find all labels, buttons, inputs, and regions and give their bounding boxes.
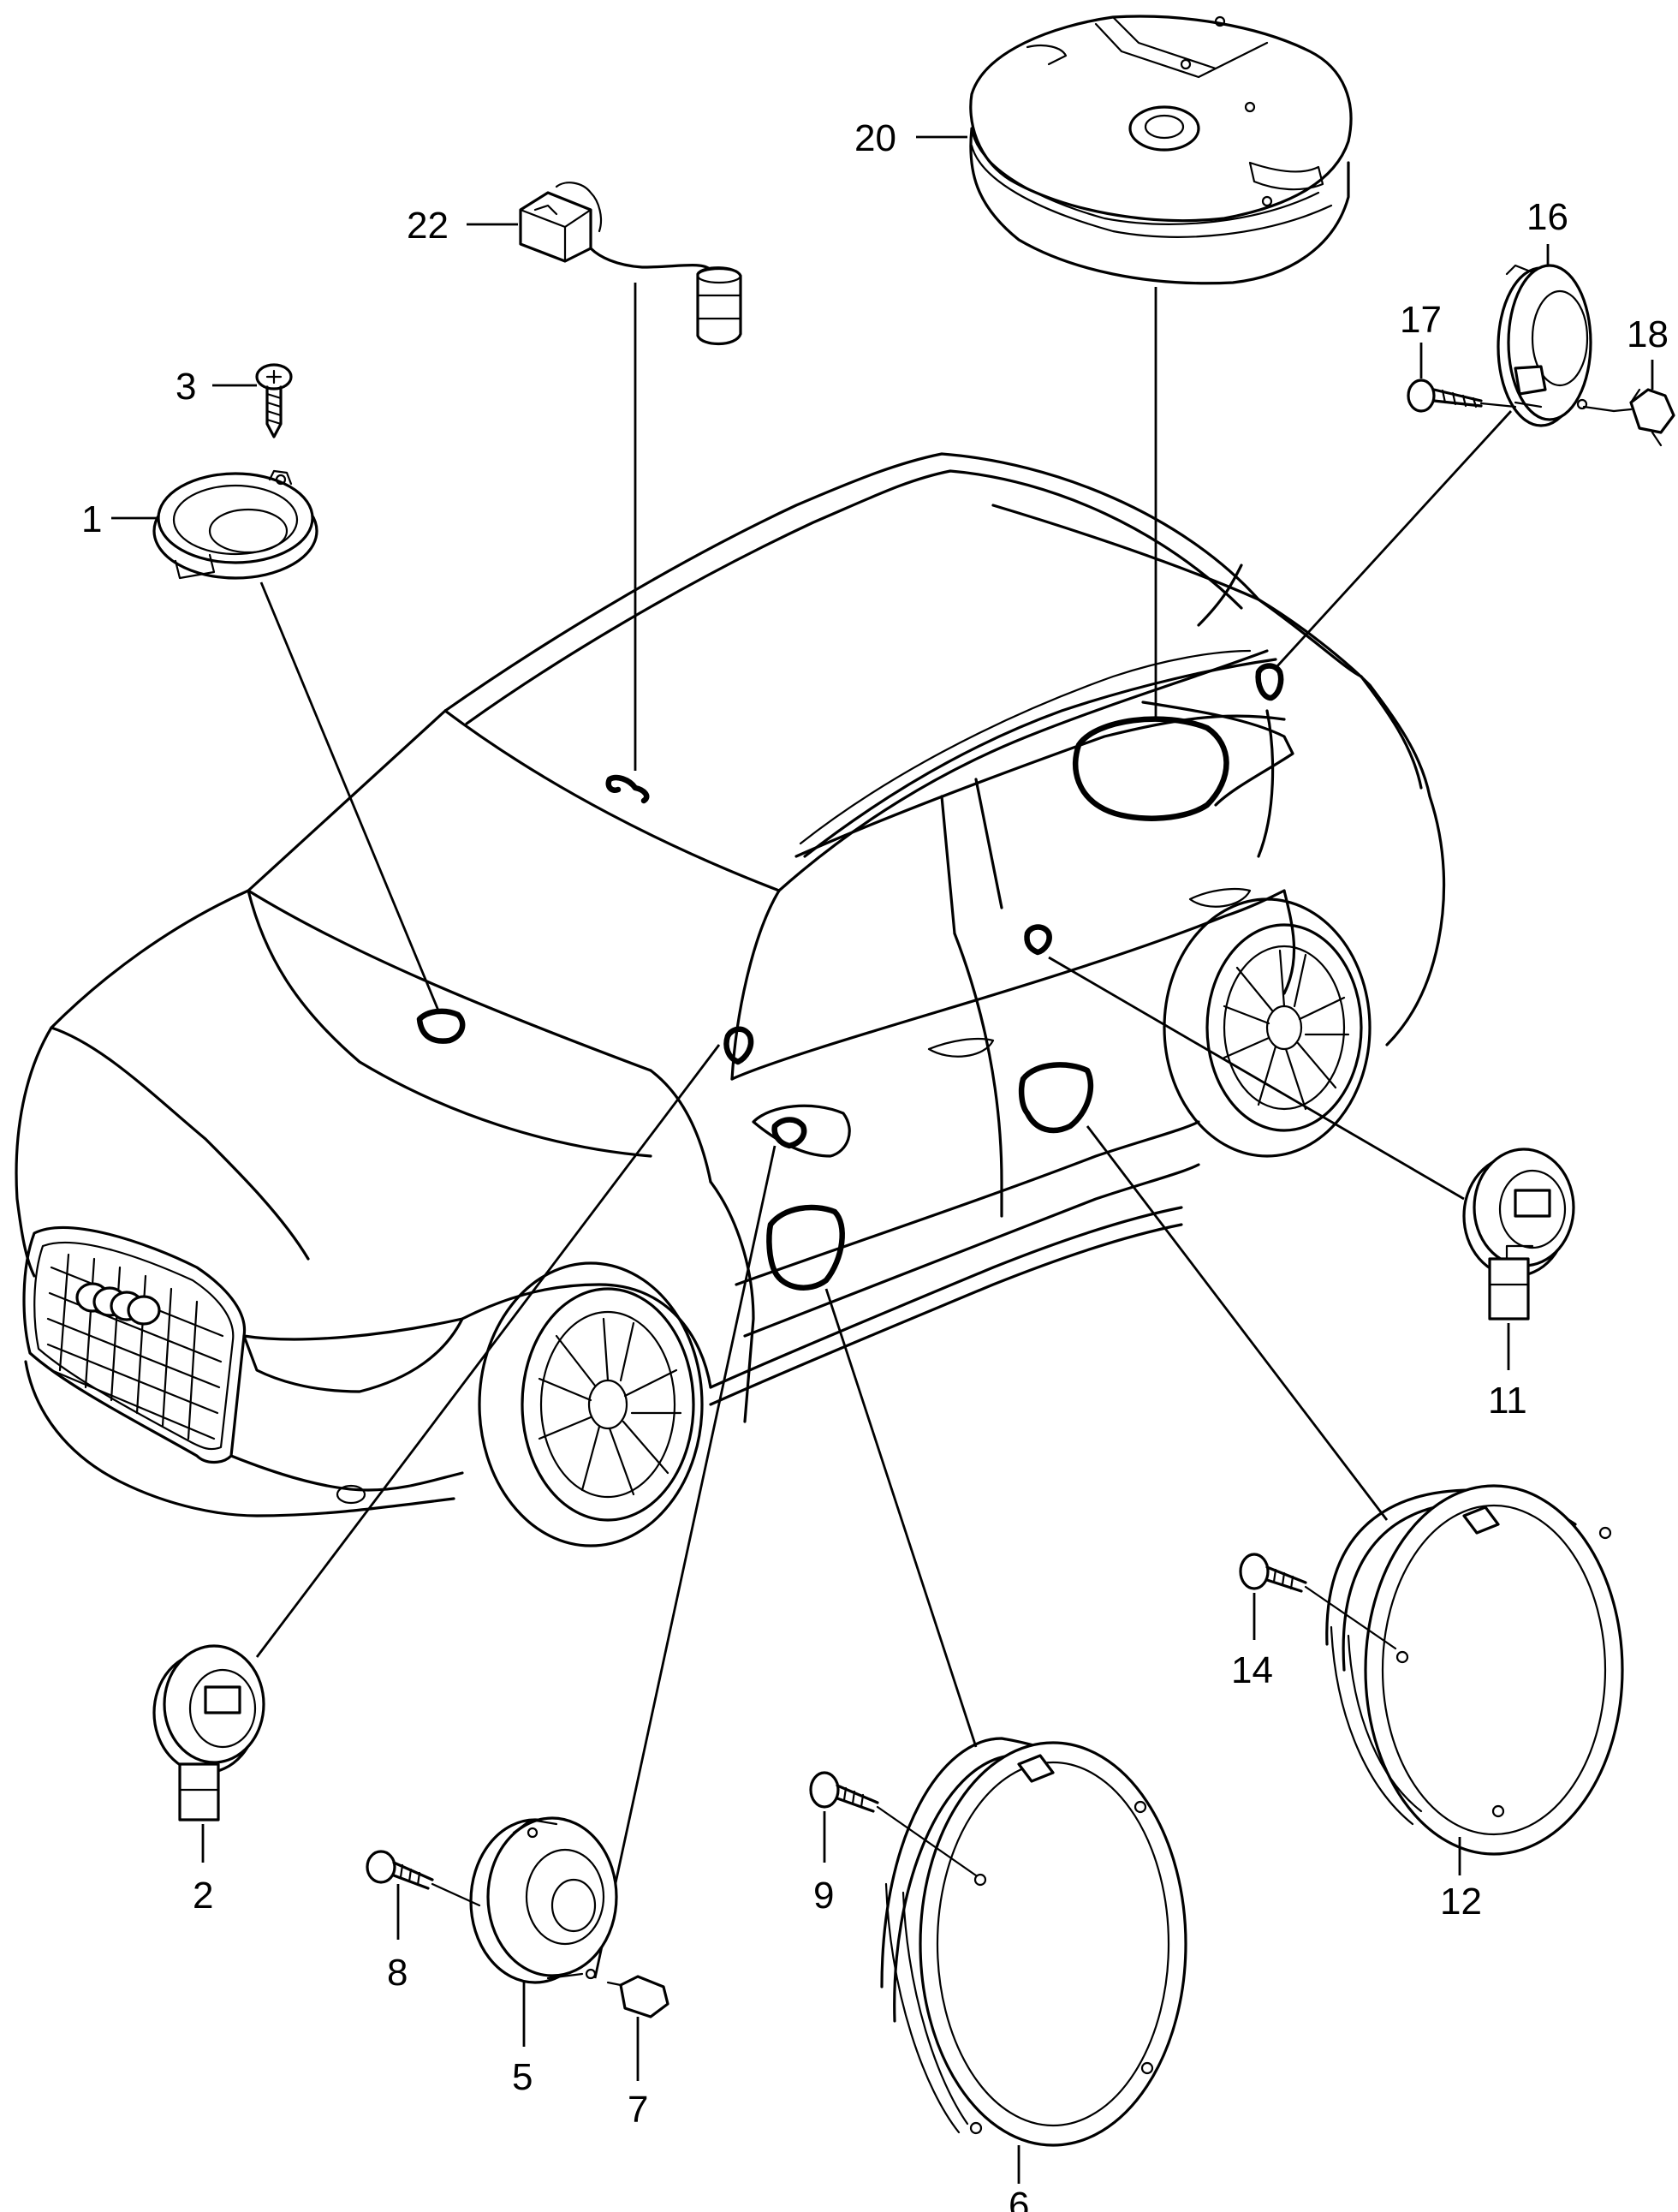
part-11-rear-door-tweeter xyxy=(1462,1148,1575,1370)
callout-6: 6 xyxy=(1009,2185,1029,2212)
callout-ticks xyxy=(111,135,1654,520)
callout-12: 12 xyxy=(1440,1881,1482,1923)
callout-11: 11 xyxy=(1488,1380,1527,1422)
front-wheel xyxy=(478,1261,704,1547)
part-14-screw xyxy=(1239,1553,1397,1650)
part-8-screw xyxy=(366,1850,481,1940)
part-7-clip xyxy=(606,1975,669,2081)
callout-14: 14 xyxy=(1231,1649,1273,1691)
callout-7: 7 xyxy=(628,2089,648,2131)
callout-8: 8 xyxy=(387,1952,408,1994)
car-outline xyxy=(15,452,1446,1517)
part-6-front-door-woofer xyxy=(880,1737,1187,2184)
part-3-screw xyxy=(255,363,293,438)
callout-labels: 20 22 3 1 16 17 18 11 2 14 12 9 8 5 7 6 xyxy=(81,117,1669,2212)
part-17-screw xyxy=(1407,379,1517,413)
mounting-location-highlights xyxy=(416,663,1284,1291)
part-16-rear-tweeter xyxy=(1497,264,1592,427)
part-9-screw xyxy=(809,1771,978,1877)
part-22-antenna-module xyxy=(519,182,742,346)
callout-17: 17 xyxy=(1400,299,1442,341)
leader-lines xyxy=(255,283,1513,1979)
part-5-door-tweeter xyxy=(469,1816,618,2047)
callout-22: 22 xyxy=(407,205,449,247)
rear-wheel xyxy=(1163,897,1372,1158)
callout-2: 2 xyxy=(193,1875,213,1917)
part-1-dash-speaker xyxy=(152,469,318,580)
part-2-pillar-tweeter xyxy=(152,1644,265,1863)
part-12-rear-door-woofer xyxy=(1325,1484,1624,1875)
callout-5: 5 xyxy=(512,2056,533,2098)
callout-20: 20 xyxy=(854,117,896,159)
callout-9: 9 xyxy=(813,1875,834,1917)
brand-rings-logo xyxy=(75,1282,161,1326)
callout-16: 16 xyxy=(1526,196,1568,238)
part-18-clip xyxy=(1582,388,1675,447)
callout-1: 1 xyxy=(81,498,102,540)
callout-18: 18 xyxy=(1627,313,1669,355)
part-20-subwoofer xyxy=(969,15,1353,285)
callout-3: 3 xyxy=(176,366,196,408)
